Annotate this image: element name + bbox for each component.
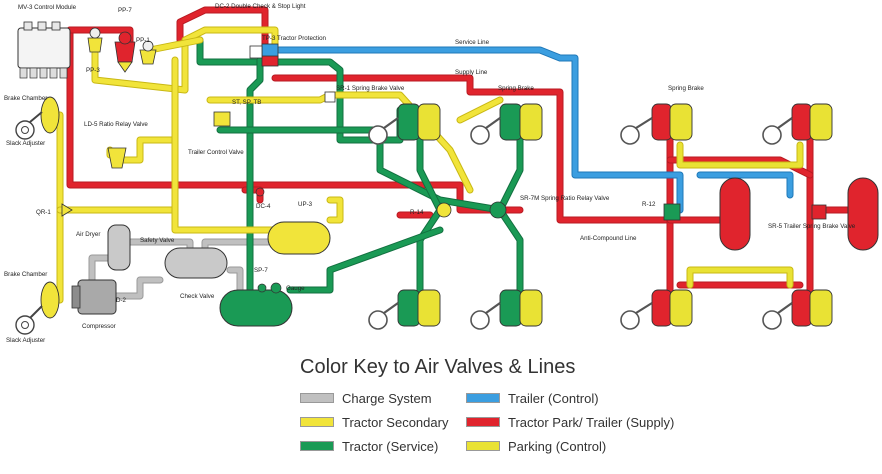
label-mv3: MV-3 Control Module (18, 4, 77, 11)
tp3-valve (249, 43, 279, 67)
label-service-line: Service Line (455, 39, 490, 46)
label-sr7: SR-7M Spring Ratio Relay Valve (520, 195, 610, 202)
label-st: ST, SP, TB (232, 99, 261, 106)
label-spring-brake-1: Spring Brake (498, 85, 534, 92)
label-sr1: SR-1 Spring Brake Valve (336, 85, 405, 92)
label-pp7: PP-7 (118, 7, 132, 14)
label-dc4: DC-4 (256, 203, 271, 210)
label-gauge: Gauge (286, 285, 305, 292)
legend-label-park-supply: Tractor Park/ Trailer (Supply) (508, 414, 675, 430)
label-trailer-control-valve: Trailer Control Valve (188, 149, 244, 156)
legend-title: Color Key to Air Valves & Lines (300, 356, 576, 378)
label-brake-chamber-2: Brake Chamber (4, 271, 47, 278)
air-tanks (164, 177, 879, 327)
label-sp7: SP-7 (254, 267, 268, 274)
label-dc2: DC-2 Double Check & Stop Light (215, 3, 306, 10)
label-slack-adjuster-1: Slack Adjuster (6, 140, 45, 147)
relay-valves (213, 91, 827, 294)
label-safety-valve: Safety Valve (140, 237, 175, 244)
label-air-dryer: Air Dryer (76, 231, 100, 238)
legend-swatch-trailer-control (466, 393, 500, 403)
legend-label-service: Tractor (Service) (342, 438, 439, 454)
legend-label-charge: Charge System (342, 390, 432, 406)
legend-swatch-park-supply (466, 417, 500, 427)
legend-swatch-service (300, 441, 334, 451)
legend-label-secondary: Tractor Secondary (342, 414, 449, 430)
label-slack-adjuster-2: Slack Adjuster (6, 337, 45, 344)
label-compressor: Compressor (82, 323, 116, 330)
label-d2: D-2 (116, 297, 127, 304)
label-supply-line: Supply Line (455, 69, 488, 76)
label-tp3: TP-3 Tractor Protection (262, 35, 327, 42)
label-brake-chamber-1: Brake Chamber (4, 95, 47, 102)
legend-item-parking: Parking (Control) (466, 438, 606, 454)
label-r14: R-14 (410, 209, 424, 216)
legend-swatch-parking (466, 441, 500, 451)
trailer-control-lines (271, 46, 794, 214)
front-brake-chambers (15, 96, 60, 335)
ld5-valve (61, 147, 127, 217)
label-pp3: PP-3 (86, 67, 100, 74)
legend-swatch-secondary (300, 417, 334, 427)
drive-axle-chambers (397, 103, 543, 327)
air-dryer-compressor (71, 224, 131, 315)
label-anti-compound: Anti-Compound Line (580, 235, 637, 242)
legend-label-trailer-control: Trailer (Control) (508, 390, 599, 406)
legend-item-secondary: Tractor Secondary (300, 414, 448, 430)
label-spring-brake-2: Spring Brake (668, 85, 704, 92)
legend-swatch-charge (300, 393, 334, 403)
legend-item-park-supply: Tractor Park/ Trailer (Supply) (466, 414, 674, 430)
color-key-legend: Color Key to Air Valves & Lines Charge S… (300, 356, 700, 468)
slack-adjuster-arms (383, 117, 793, 314)
legend-item-charge: Charge System (300, 390, 432, 406)
label-qr1: QR-1 (36, 209, 51, 216)
pp-dash-valves (87, 27, 157, 73)
label-sr5: SR-5 Trailer Spring Brake Valve (768, 223, 856, 230)
label-up3: UP-3 (298, 201, 313, 208)
slack-adjusters (368, 125, 782, 330)
label-r12: R-12 (642, 201, 656, 208)
trailer-spring-brakes (651, 103, 833, 327)
mv3-control-module (17, 21, 71, 79)
label-pp1: PP-1 (136, 37, 150, 44)
label-ld5: LD-5 Ratio Relay Valve (84, 121, 148, 128)
legend-item-trailer-control: Trailer (Control) (466, 390, 599, 406)
legend-item-service: Tractor (Service) (300, 438, 438, 454)
legend-label-parking: Parking (Control) (508, 438, 607, 454)
label-check-valve: Check Valve (180, 293, 215, 300)
